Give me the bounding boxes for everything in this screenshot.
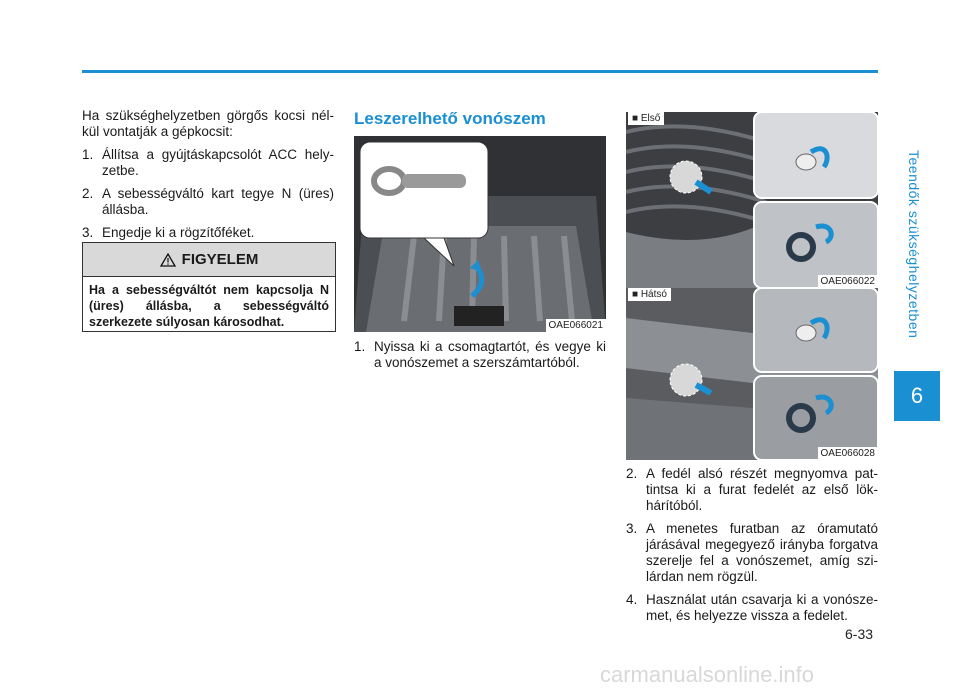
list-item: 4. Használat után csavarja ki a vonósze-…: [626, 592, 878, 623]
list-item: 2. A sebességváltó kart tegye N (üres) á…: [82, 186, 334, 217]
intro-text: Ha szükséghelyzetben görgős kocsi nél-kü…: [82, 108, 334, 139]
warning-title: FIGYELEM: [181, 251, 259, 268]
image-code: OAE066028: [817, 447, 878, 460]
header-rule: [82, 70, 878, 73]
list-item: 2. A fedél alsó részét megnyomva pat-tin…: [626, 466, 878, 513]
trunk-drawing: [354, 136, 606, 332]
column-3-steps: 2. A fedél alsó részét megnyomva pat-tin…: [626, 466, 878, 631]
list-item: 1. Állítsa a gyújtáskapcsolót ACC hely-z…: [82, 147, 334, 178]
rear-tag: ■ Hátsó: [628, 288, 671, 301]
chapter-tab: 6: [894, 371, 940, 421]
front-bumper-drawing: [626, 112, 878, 288]
column-1: Ha szükséghelyzetben görgős kocsi nél-kü…: [82, 108, 334, 248]
warning-text: Ha a sebességváltót nem kapcsolja N (üre…: [89, 283, 329, 329]
chapter-side-label: Teendők szükséghelyzetben: [906, 150, 922, 339]
page-number: 6-33: [845, 626, 874, 642]
trunk-illustration: OAE066021: [354, 136, 606, 332]
front-tag: ■ Első: [628, 112, 665, 125]
warning-header: FIGYELEM: [83, 243, 335, 277]
warning-box: FIGYELEM Ha a sebességváltót nem kapcsol…: [82, 242, 336, 332]
list-item: 3. A menetes furatban az óramutató járás…: [626, 521, 878, 584]
rear-bumper-drawing: [626, 288, 878, 460]
list-item: 3. Engedje ki a rögzítőféket.: [82, 225, 255, 240]
front-bumper-illustration: ■ Első OAE066022: [626, 112, 878, 288]
list-item: 1. Nyissa ki a csomagtartót, és vegye ki…: [354, 339, 606, 370]
footer-watermark: carmanualsonline.info: [600, 662, 815, 687]
image-code: OAE066021: [545, 319, 606, 332]
warning-icon: [159, 252, 176, 267]
rear-bumper-illustration: ■ Hátsó OAE066028: [626, 288, 878, 460]
image-code: OAE066022: [817, 275, 878, 288]
section-title: Leszerelhető vonószem: [354, 109, 546, 128]
